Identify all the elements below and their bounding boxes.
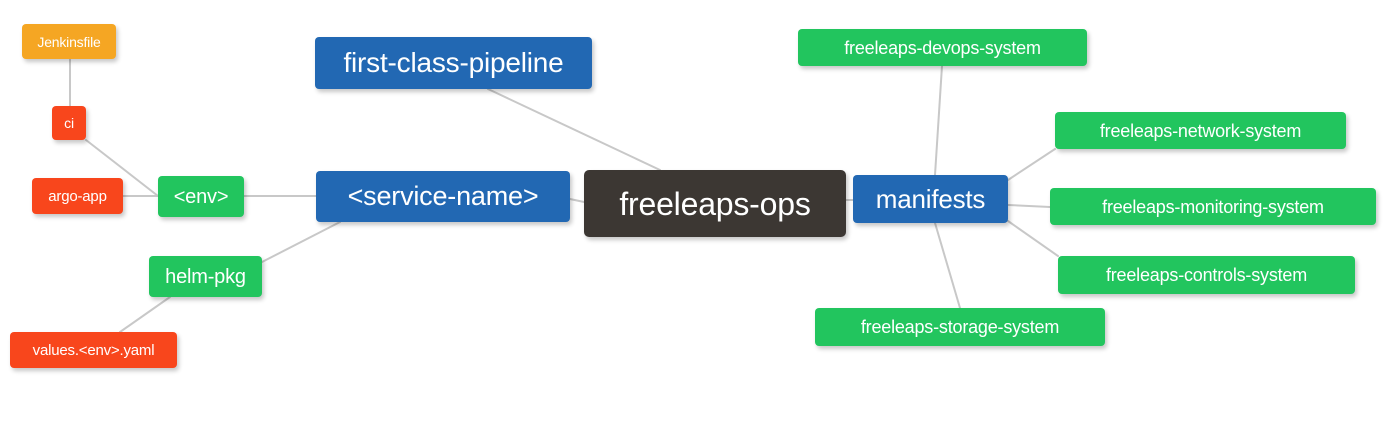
node-label-freeleaps-network-system: freeleaps-network-system — [1099, 120, 1302, 141]
edge-manifests-to-freeleaps-monitoring-system — [1007, 204, 1051, 208]
node-label-manifests: manifests — [875, 184, 986, 214]
node-label-first-class-pipeline: first-class-pipeline — [343, 47, 564, 78]
edge-manifests-to-freeleaps-network-system — [1007, 148, 1056, 181]
edge-service-name-to-helm-pkg — [261, 221, 341, 263]
node-helm-pkg[interactable]: helm-pkg — [149, 256, 262, 297]
node-label-service-name: <service-name> — [347, 181, 539, 211]
node-service-name[interactable]: <service-name> — [316, 171, 570, 222]
node-label-freeleaps-controls-system: freeleaps-controls-system — [1105, 265, 1308, 285]
edge-manifests-to-freeleaps-controls-system — [1007, 220, 1059, 257]
node-values-yaml[interactable]: values.<env>.yaml — [10, 332, 177, 368]
edge-helm-pkg-to-values-yaml — [119, 296, 171, 333]
edge-manifests-to-freeleaps-devops-system — [934, 65, 943, 176]
node-label-argo-app: argo-app — [48, 187, 107, 205]
node-label-freeleaps-devops-system: freeleaps-devops-system — [844, 37, 1041, 58]
node-manifests[interactable]: manifests — [853, 175, 1008, 223]
node-env[interactable]: <env> — [158, 176, 244, 217]
node-label-ci: ci — [64, 115, 74, 131]
node-freeleaps-monitoring-system[interactable]: freeleaps-monitoring-system — [1050, 188, 1376, 225]
edge-first-class-pipeline-to-freeleaps-ops — [487, 88, 661, 171]
node-label-env: <env> — [173, 185, 229, 208]
node-argo-app[interactable]: argo-app — [32, 178, 123, 214]
node-freeleaps-controls-system[interactable]: freeleaps-controls-system — [1058, 256, 1355, 294]
node-freeleaps-storage-system[interactable]: freeleaps-storage-system — [815, 308, 1105, 346]
node-first-class-pipeline[interactable]: first-class-pipeline — [315, 37, 592, 89]
node-label-freeleaps-storage-system: freeleaps-storage-system — [860, 317, 1060, 337]
node-freeleaps-ops[interactable]: freeleaps-ops — [584, 170, 846, 237]
node-jenkinsfile[interactable]: Jenkinsfile — [22, 24, 116, 59]
node-label-freeleaps-monitoring-system: freeleaps-monitoring-system — [1102, 196, 1324, 217]
node-label-jenkinsfile: Jenkinsfile — [37, 33, 101, 50]
edge-manifests-to-freeleaps-storage-system — [934, 222, 961, 309]
node-label-helm-pkg: helm-pkg — [165, 265, 246, 288]
edge-service-name-to-freeleaps-ops — [569, 198, 585, 203]
node-ci[interactable]: ci — [52, 106, 86, 140]
node-freeleaps-network-system[interactable]: freeleaps-network-system — [1055, 112, 1346, 149]
node-label-freeleaps-ops: freeleaps-ops — [619, 185, 811, 222]
node-freeleaps-devops-system[interactable]: freeleaps-devops-system — [798, 29, 1087, 66]
node-label-values-yaml: values.<env>.yaml — [32, 341, 155, 359]
